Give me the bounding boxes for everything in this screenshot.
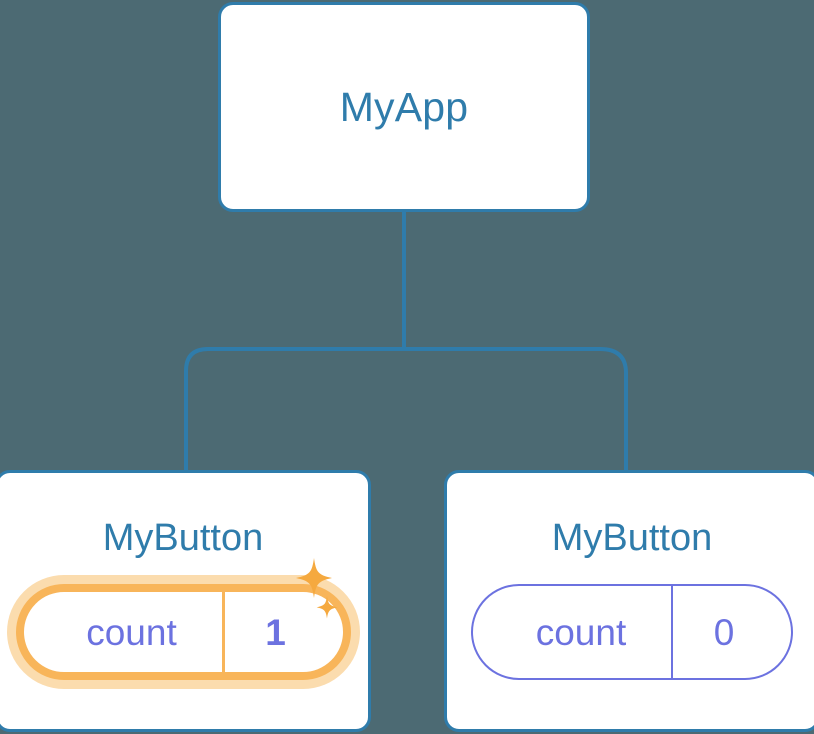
node-mybutton-1[interactable]: MyButton count 0 [444,470,814,732]
state-pill-divider [671,586,673,678]
node-myapp[interactable]: MyApp [218,2,590,212]
node-mybutton-0[interactable]: MyButton count 1 [0,470,371,732]
state-value-label: 0 [713,611,735,653]
node-title: MyApp [339,83,469,130]
node-state-area: count 1 [0,558,368,689]
state-pill[interactable]: count 0 [471,584,793,680]
state-pill[interactable]: count 1 [15,584,351,680]
state-value-label: 1 [265,611,286,653]
state-pill-wrapper[interactable]: count 1 [6,558,360,689]
state-pill-divider [221,592,225,672]
state-key-label: count [86,611,177,653]
node-title: MyButton [551,517,713,559]
node-title: MyButton [102,517,264,559]
node-state-area: count 0 [447,584,814,680]
state-pill-wrapper[interactable]: count 0 [471,584,793,680]
state-key-label: count [535,611,627,653]
